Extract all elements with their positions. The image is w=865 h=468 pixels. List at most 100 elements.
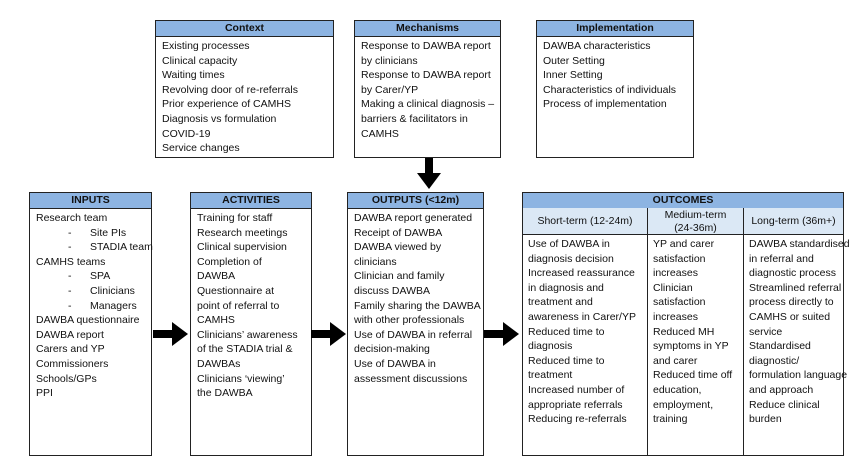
- implementation-item: Process of implementation: [543, 98, 667, 111]
- inputs-subitem: STADIA team: [36, 240, 153, 255]
- outcome-short-term-column: Short-term (12-24m) Use of DAWBA in diag…: [523, 208, 648, 455]
- outcome-item: DAWBA standardised: [749, 238, 850, 250]
- inputs-box: INPUTS Research team Site PIs STADIA tea…: [29, 192, 153, 456]
- outcome-item: satisfaction: [653, 296, 706, 309]
- outcome-item: in referral and: [749, 252, 814, 265]
- outputs-list: DAWBA report generated Receipt of DAWBA …: [348, 209, 483, 386]
- outcome-short-term-title: Short-term (12-24m): [537, 215, 633, 227]
- context-item: Diagnosis vs formulation: [162, 112, 277, 125]
- mechanisms-item: Response to DAWBA report: [361, 69, 491, 82]
- right-arrow-icon: [153, 322, 188, 346]
- implementation-box: Implementation DAWBA characteristics Out…: [536, 20, 694, 158]
- outcome-item: treatment: [528, 369, 573, 382]
- down-arrow-icon: [417, 158, 441, 189]
- outcome-item: formulation language: [749, 369, 848, 382]
- context-item: Clinical capacity: [162, 54, 238, 67]
- outcome-item: Increased number of: [528, 383, 625, 396]
- outputs-item: decision-making: [354, 343, 430, 356]
- inputs-item: DAWBA report: [36, 328, 104, 341]
- context-item: COVID-19: [162, 127, 211, 140]
- inputs-item: DAWBA questionnaire: [36, 314, 140, 327]
- inputs-item: PPI: [36, 387, 53, 400]
- inputs-subitem: SPA: [36, 269, 151, 284]
- implementation-list: DAWBA characteristics Outer Setting Inne…: [537, 37, 693, 112]
- outcome-item: employment,: [653, 398, 714, 411]
- outcomes-box: OUTCOMES Short-term (12-24m) Use of DAWB…: [522, 192, 850, 456]
- outputs-item: Receipt of DAWBA: [354, 226, 443, 239]
- outputs-item: Family sharing the DAWBA: [354, 299, 481, 312]
- outcome-item: symptoms in YP: [653, 340, 729, 353]
- outputs-item: discuss DAWBA: [354, 284, 431, 297]
- outcome-item: diagnostic/: [749, 354, 800, 367]
- inputs-header: INPUTS: [30, 193, 151, 209]
- inputs-list: Research team Site PIs STADIA team CAMHS…: [30, 209, 153, 401]
- outcome-long-term-title: Long-term (36m+): [751, 215, 836, 227]
- outcome-item: Standardised: [749, 340, 811, 353]
- outcome-item: Streamlined referral: [749, 281, 842, 294]
- outcome-long-term-header: Long-term (36m+): [744, 208, 843, 235]
- outputs-header: OUTPUTS (<12m): [348, 193, 483, 209]
- mechanisms-header: Mechanisms: [355, 21, 500, 37]
- right-arrow-icon: [484, 322, 519, 346]
- context-item: Existing processes: [162, 40, 250, 52]
- outcome-medium-term-list: YP and carer satisfaction increases Clin…: [648, 235, 743, 427]
- implementation-header: Implementation: [537, 21, 693, 37]
- outcome-item: YP and carer: [653, 238, 715, 250]
- activities-item: Research meetings: [197, 226, 288, 239]
- outcome-item: diagnosis decision: [528, 252, 614, 265]
- mechanisms-list: Response to DAWBA report by clinicians R…: [355, 37, 500, 141]
- activities-item: DAWBAs: [197, 357, 241, 370]
- outcome-item: increases: [653, 267, 698, 280]
- activities-box: ACTIVITIES Training for staff Research m…: [190, 192, 312, 456]
- inputs-item: Research team: [36, 212, 108, 224]
- outputs-item: Clinician and family: [354, 270, 445, 283]
- right-arrow-icon: [311, 322, 346, 346]
- implementation-item: Outer Setting: [543, 54, 605, 67]
- outcome-long-term-column: Long-term (36m+) DAWBA standardised in r…: [744, 208, 850, 455]
- outcomes-header: OUTCOMES: [523, 193, 843, 209]
- outputs-item: DAWBA viewed by: [354, 241, 442, 254]
- outcome-item: increases: [653, 310, 698, 323]
- outcome-item: Reducing re-referrals: [528, 413, 627, 426]
- outcome-item: Use of DAWBA in: [528, 238, 610, 250]
- activities-item: of the STADIA trial &: [197, 343, 293, 356]
- outcome-item: service: [749, 325, 783, 338]
- outcome-item: in diagnosis and: [528, 281, 604, 294]
- outcome-item: process directly to: [749, 296, 834, 309]
- outcome-medium-term-title-line2: (24-36m): [674, 222, 717, 234]
- outcome-medium-term-header: Medium-term (24-36m): [648, 208, 743, 235]
- activities-item: Clinical supervision: [197, 241, 287, 254]
- activities-item: Clinicians ‘viewing’: [197, 372, 285, 385]
- outcome-item: education,: [653, 383, 702, 396]
- mechanisms-item: barriers & facilitators in: [361, 112, 468, 125]
- outputs-box: OUTPUTS (<12m) DAWBA report generated Re…: [347, 192, 484, 456]
- inputs-subitem: Managers: [36, 299, 151, 314]
- outputs-item: with other professionals: [354, 314, 465, 327]
- inputs-item: Commissioners: [36, 357, 109, 370]
- mechanisms-item: by clinicians: [361, 54, 418, 67]
- activities-item: the DAWBA: [197, 387, 253, 400]
- activities-item: Questionnaire at: [197, 284, 275, 297]
- context-item: Service changes: [162, 142, 240, 155]
- outcome-item: Clinician: [653, 281, 693, 294]
- implementation-item: Characteristics of individuals: [543, 83, 677, 96]
- outcome-item: training: [653, 413, 688, 426]
- context-list: Existing processes Clinical capacity Wai…: [156, 37, 333, 156]
- outputs-item: clinicians: [354, 255, 397, 268]
- outcome-item: CAMHS or suited: [749, 310, 831, 323]
- activities-item: Training for staff: [197, 212, 273, 224]
- outcome-item: Reduced MH: [653, 325, 715, 338]
- outputs-item: DAWBA report generated: [354, 212, 473, 224]
- outputs-item: Use of DAWBA in referral: [354, 328, 473, 341]
- inputs-item: CAMHS teams: [36, 255, 106, 268]
- activities-item: Clinicians’ awareness: [197, 328, 298, 341]
- outcome-item: Reduce clinical: [749, 398, 820, 411]
- outcome-short-term-list: Use of DAWBA in diagnosis decision Incre…: [523, 235, 647, 427]
- outcome-item: satisfaction: [653, 252, 706, 265]
- mechanisms-item: Making a clinical diagnosis –: [361, 98, 495, 111]
- implementation-item: DAWBA characteristics: [543, 40, 651, 52]
- outcome-item: diagnostic process: [749, 267, 836, 280]
- activities-item: DAWBA: [197, 270, 236, 283]
- outcome-item: treatment and: [528, 296, 593, 309]
- outcome-item: Reduced time off: [653, 369, 733, 382]
